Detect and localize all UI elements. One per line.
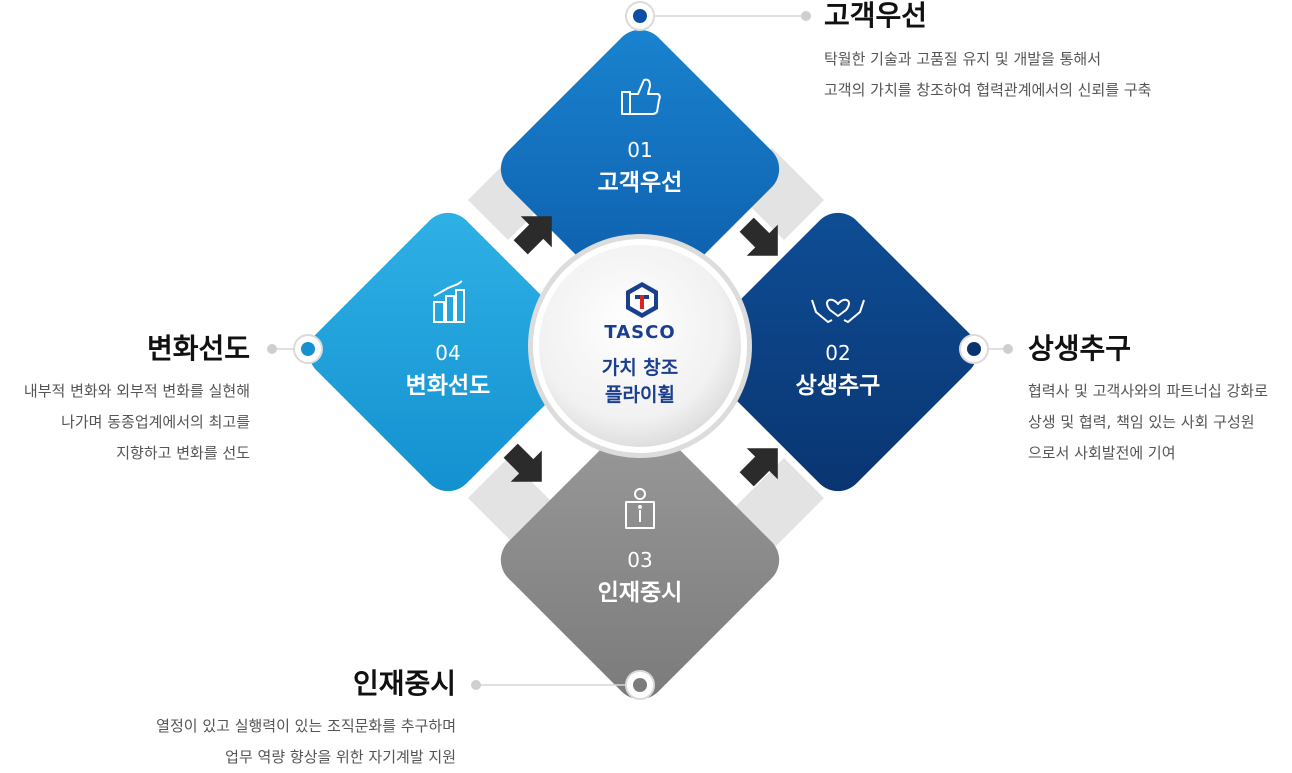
callout-03-desc: 열정이 있고 실행력이 있는 조직문화를 추구하며 업무 역량 향상을 위한 자… xyxy=(156,711,456,773)
callout-04-desc-line: 지향하고 변화를 선도 xyxy=(116,444,250,462)
person-info-icon xyxy=(625,488,655,529)
tasco-logo-icon xyxy=(626,282,658,318)
diamond-03-label: 03 인재중시 xyxy=(540,548,740,608)
callout-02-desc-line: 으로서 사회발전에 기여 xyxy=(1028,444,1176,462)
diamond-03-number: 03 xyxy=(627,548,653,572)
callout-02-desc-line: 협력사 및 고객사와의 파트너십 강화로 xyxy=(1028,382,1268,400)
diamond-03-title: 인재중시 xyxy=(597,580,683,606)
callout-03-desc-line: 열정이 있고 실행력이 있는 조직문화를 추구하며 xyxy=(156,717,456,735)
diamond-04 xyxy=(308,212,588,492)
callout-03-desc-line: 업무 역량 향상을 위한 자기계발 지원 xyxy=(225,748,456,766)
diamond-02-label: 02 상생추구 xyxy=(738,341,938,401)
diamond-03 xyxy=(500,420,780,700)
center-title: 가치 창조 플라이휠 xyxy=(560,355,720,409)
callout-03-title: 인재중시 xyxy=(352,667,456,700)
arrow-03-to-04 xyxy=(503,443,542,482)
center-title-line1: 가치 창조 xyxy=(601,357,679,379)
diamond-02-number: 02 xyxy=(825,341,851,365)
arrow-02-to-03 xyxy=(739,448,778,487)
center-circle xyxy=(533,239,747,453)
callout-dots xyxy=(267,11,1013,690)
callout-04-desc-line: 나가며 동종업계에서의 최고를 xyxy=(61,413,250,431)
growth-chart-icon xyxy=(433,280,465,323)
callout-02-title: 상생추구 xyxy=(1028,332,1132,365)
center-title-line2: 플라이휠 xyxy=(605,384,675,406)
callout-04-title: 변화선도 xyxy=(146,332,250,365)
callout-01-desc-line: 고객의 가치를 창조하여 협력관계에서의 신뢰를 구축 xyxy=(824,81,1152,99)
callout-04-desc-line: 내부적 변화와 외부적 변화를 실현해 xyxy=(23,382,250,400)
callout-01-desc-line: 탁월한 기술과 고품질 유지 및 개발을 통해서 xyxy=(824,50,1102,68)
arrow-01-to-02 xyxy=(739,217,778,256)
arrow-04-to-01 xyxy=(513,216,552,255)
diamond-04-title: 변화선도 xyxy=(405,373,491,399)
diamond-02-title: 상생추구 xyxy=(795,373,881,399)
diamond-01-number: 01 xyxy=(627,138,653,162)
callout-01-title: 고객우선 xyxy=(824,0,928,32)
diamond-04-number: 04 xyxy=(435,341,461,365)
corner-nodes xyxy=(293,1,989,700)
callout-02-desc-line: 상생 및 협력, 책임 있는 사회 구성원 xyxy=(1028,413,1255,431)
callout-02-desc: 협력사 및 고객사와의 파트너십 강화로 상생 및 협력, 책임 있는 사회 구… xyxy=(1028,376,1268,469)
center-logo-text: TASCO xyxy=(604,322,676,343)
diamond-01 xyxy=(500,29,780,309)
diamond-04-label: 04 변화선도 xyxy=(348,341,548,401)
thumbs-up-icon xyxy=(621,78,661,115)
callout-01-desc: 탁월한 기술과 고품질 유지 및 개발을 통해서 고객의 가치를 창조하여 협력… xyxy=(824,44,1151,106)
heart-hands-icon xyxy=(811,298,865,323)
diamond-02 xyxy=(698,212,978,492)
diamond-01-title: 고객우선 xyxy=(597,170,683,196)
diamond-01-label: 01 고객우선 xyxy=(540,138,740,198)
callout-04-desc: 내부적 변화와 외부적 변화를 실현해 나가며 동종업계에서의 최고를 지향하고… xyxy=(24,376,250,469)
